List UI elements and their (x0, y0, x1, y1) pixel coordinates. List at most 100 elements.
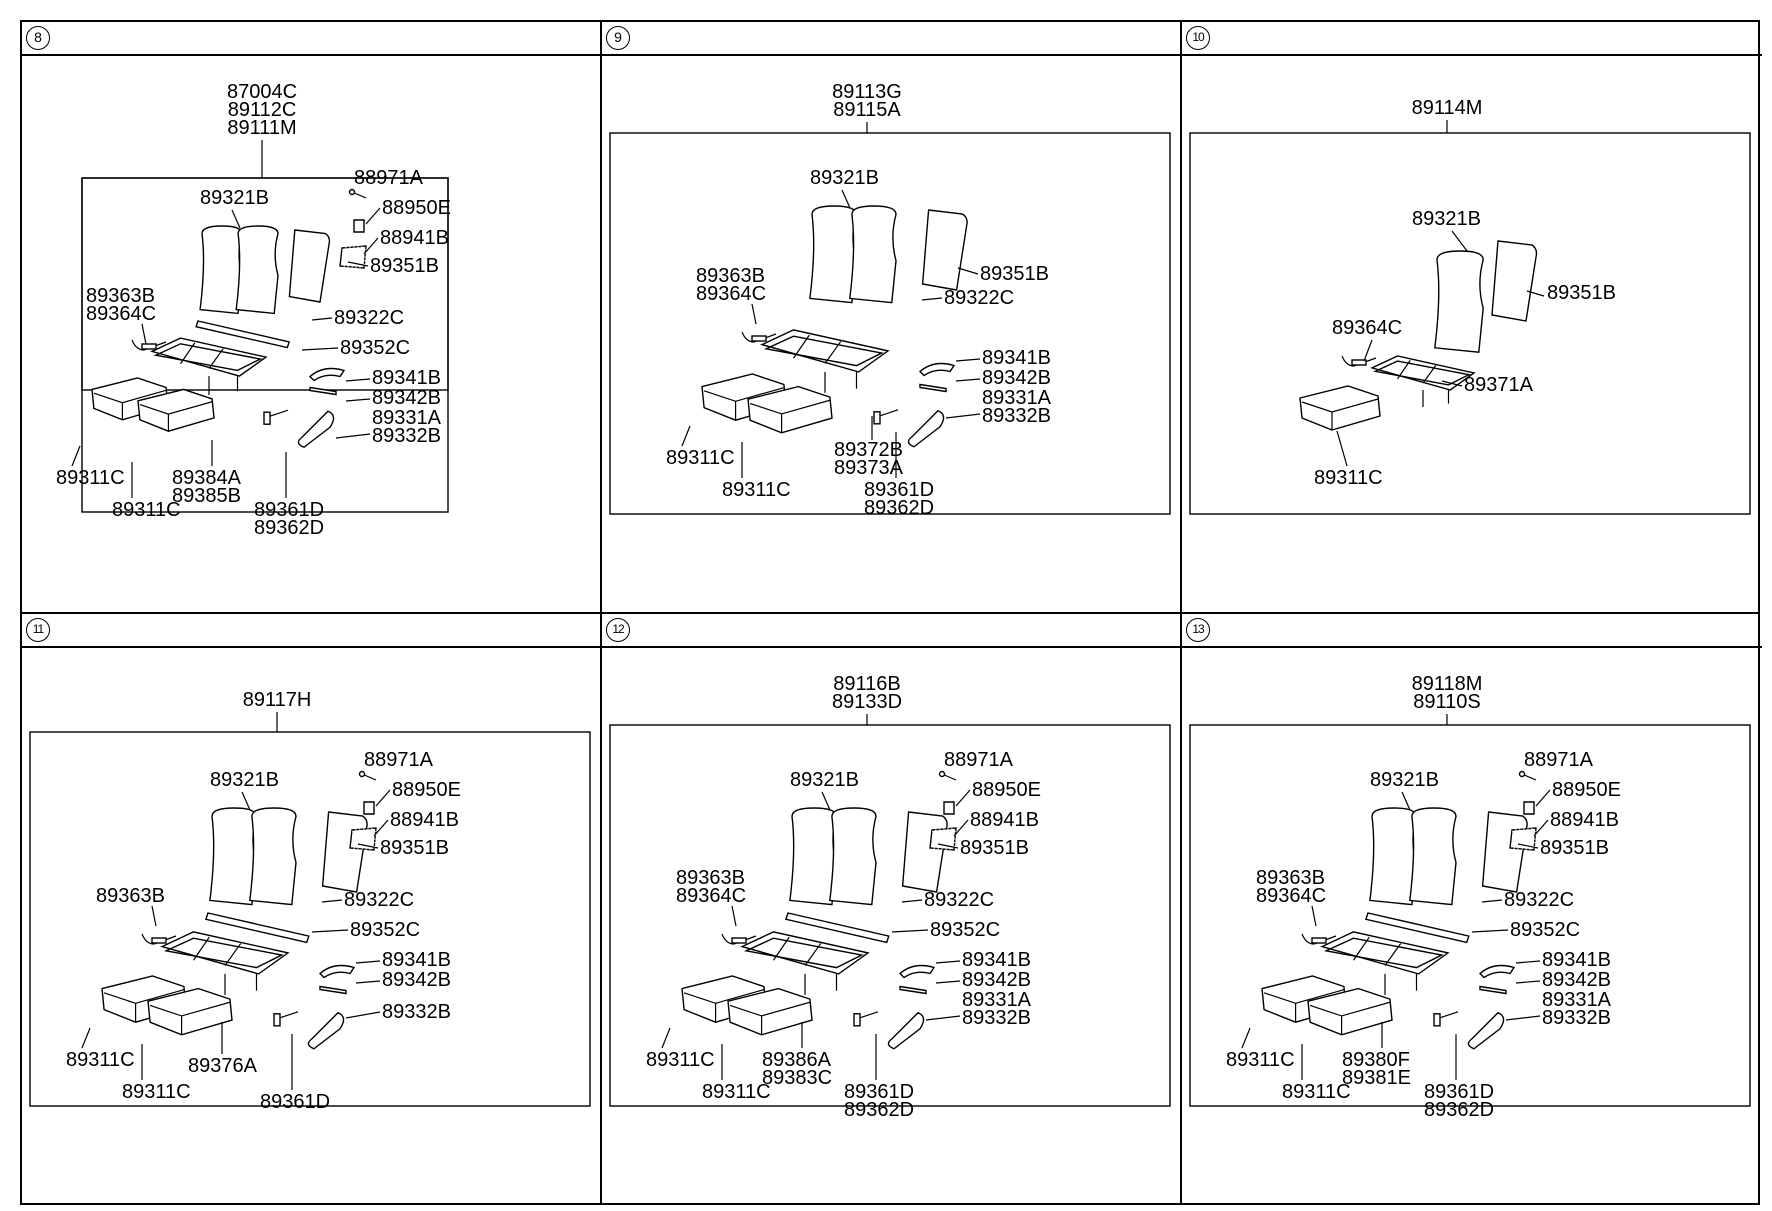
part-number-armrest-bracket: 89342B (1542, 969, 1611, 991)
recliner-part (141, 933, 177, 945)
back-cover-part (1491, 240, 1538, 322)
assembly-part-number: 89116B (833, 673, 900, 695)
leader-line (921, 297, 943, 301)
assembly-outline-box (1189, 724, 1751, 1107)
armrest-part (297, 410, 335, 449)
part-number-leg-b: 89385B (172, 485, 241, 507)
leader-line (365, 207, 381, 225)
part-number-recliner-a: 89363B (676, 867, 745, 889)
leader-line (935, 980, 961, 984)
panel-number-badge: 11 (26, 618, 50, 642)
part-number-leg-a: 89376A (188, 1055, 258, 1077)
part-number-armrest-bracket: 89342B (382, 969, 451, 991)
part-number-hook: 88950E (1552, 779, 1621, 801)
assembly-outline-box (1189, 132, 1751, 515)
part-number-armrest-b: 89332B (982, 405, 1051, 427)
leader-line (355, 980, 381, 984)
back-cover-part (288, 229, 331, 303)
armrest-pad-part (898, 964, 936, 979)
panel-header: 8 (22, 22, 602, 56)
armrest-part (307, 1011, 345, 1050)
panel-drawing: 89116B89133D89321B88971A88950E88941B8935… (609, 673, 1171, 1121)
seat-frame-part (1369, 355, 1476, 407)
leader-line (81, 1027, 91, 1049)
back-cover-part (901, 811, 948, 893)
cushion-part (1299, 385, 1381, 431)
part-number-recliner-b: 89364C (696, 283, 766, 305)
leader-line (1515, 980, 1541, 984)
armrest-pad-part (308, 367, 346, 382)
armrest-pad-part (318, 964, 356, 979)
part-number-frame-b: 89373A (834, 457, 904, 479)
column-separator (1180, 22, 1182, 1203)
part-number-cover-strip: 89352C (350, 919, 420, 941)
part-number-backrest: 89321B (810, 167, 879, 189)
part-number-armrest-a: 89331A (982, 387, 1052, 409)
part-number-cushion-left: 89311C (702, 1081, 771, 1103)
leader-line (141, 323, 147, 345)
assembly-outline-box (29, 731, 591, 1107)
part-number-net: 88941B (390, 809, 459, 831)
armrest-bracket-part (899, 985, 927, 995)
part-number-cushion-left: 89311C (112, 499, 181, 521)
armrest-part (1467, 1011, 1505, 1050)
part-number-armrest-a: 89331A (372, 407, 442, 429)
part-number-armrest-pad: 89341B (962, 949, 1031, 971)
part-number-armrest-pad: 89341B (1542, 949, 1611, 971)
hook-part (943, 801, 955, 815)
part-number-belt-a: 89361D (864, 479, 934, 501)
belt-buckle-part (853, 1011, 879, 1027)
part-number-leg-a: 89380F (1342, 1049, 1410, 1071)
seat-frame-part (149, 337, 268, 396)
assembly-part-number: 89111M (227, 117, 296, 139)
back-cover-part (321, 811, 368, 893)
hook-bolt-part (1518, 770, 1537, 781)
part-number-backrest: 89321B (790, 769, 859, 791)
leader-line (731, 905, 737, 927)
leader-line (345, 1011, 381, 1019)
cover-strip-part (195, 320, 291, 349)
net-part (339, 245, 367, 269)
part-number-cushion-right: 89311C (646, 1049, 715, 1071)
belt-buckle-part (1433, 1011, 1459, 1027)
part-number-recliner-a: 89363B (86, 285, 155, 307)
leader-line (681, 425, 691, 447)
panel-header: 11 (22, 614, 602, 648)
part-number-armrest-pad: 89341B (382, 949, 451, 971)
cover-strip-part (204, 912, 310, 944)
part-number-leg-b: 89381E (1342, 1067, 1411, 1089)
leader-line (355, 960, 381, 964)
part-number-armrest-bracket: 89342B (372, 387, 441, 409)
hook-bolt-part (938, 770, 957, 781)
part-number-recliner-a: 89363B (696, 265, 765, 287)
part-number-recliner-b: 89364C (1256, 885, 1326, 907)
cushion-part (747, 385, 833, 434)
belt-buckle-part (873, 409, 899, 425)
leader-line (1451, 230, 1468, 252)
part-number-hook: 88950E (392, 779, 461, 801)
recliner-part (721, 933, 757, 945)
recliner-part (131, 339, 167, 351)
backrest-part (199, 225, 279, 315)
backrest-part (209, 807, 297, 906)
seat-frame-part (759, 329, 890, 393)
leader-line (1336, 430, 1348, 467)
leader-line (937, 843, 959, 849)
part-number-cushion-right: 89311C (666, 447, 735, 469)
part-number-armrest-b: 89332B (372, 425, 441, 447)
leader-line (347, 261, 369, 267)
part-number-cover-strip: 89352C (340, 337, 410, 359)
panel-number-badge: 12 (606, 618, 630, 642)
leader-line (1401, 791, 1411, 811)
leader-line (935, 960, 961, 964)
assembly-part-number: 89117H (243, 689, 312, 711)
part-number-backrest: 89321B (210, 769, 279, 791)
net-part (929, 827, 957, 851)
panel-number-badge: 9 (606, 26, 630, 50)
leader-line (1363, 339, 1373, 362)
part-number-recliner-a: 89363B (1256, 867, 1325, 889)
panel-header: 13 (1182, 614, 1762, 648)
